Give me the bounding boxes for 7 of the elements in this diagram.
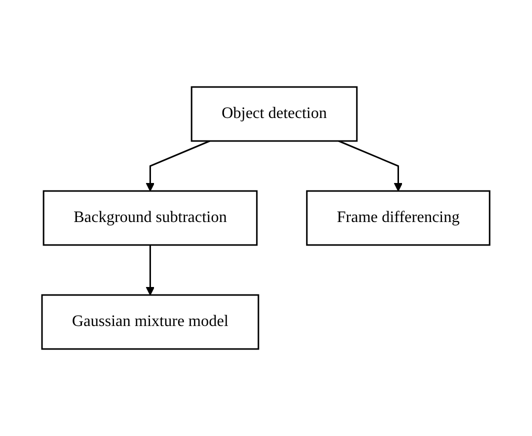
arrow — [146, 140, 210, 192]
node-box: Gaussian mixture model — [41, 294, 260, 350]
node-box: Frame differencing — [306, 190, 491, 246]
arrow — [338, 140, 403, 192]
arrow — [146, 245, 155, 296]
node-box: Object detection — [191, 86, 358, 142]
node-box: Background subtraction — [43, 190, 258, 246]
